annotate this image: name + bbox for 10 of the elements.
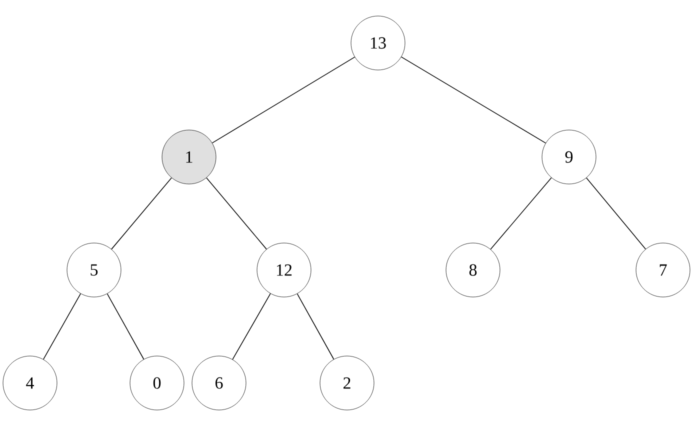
tree-edge bbox=[586, 178, 646, 250]
tree-edge bbox=[490, 177, 552, 250]
tree-edge bbox=[296, 293, 334, 360]
tree-edge bbox=[206, 177, 267, 250]
tree-edge bbox=[400, 56, 546, 144]
tree-edge bbox=[43, 293, 81, 360]
tree-edge bbox=[232, 293, 271, 360]
tree-edge bbox=[212, 56, 356, 144]
tree-edge bbox=[106, 293, 144, 360]
tree-edge bbox=[111, 177, 172, 250]
